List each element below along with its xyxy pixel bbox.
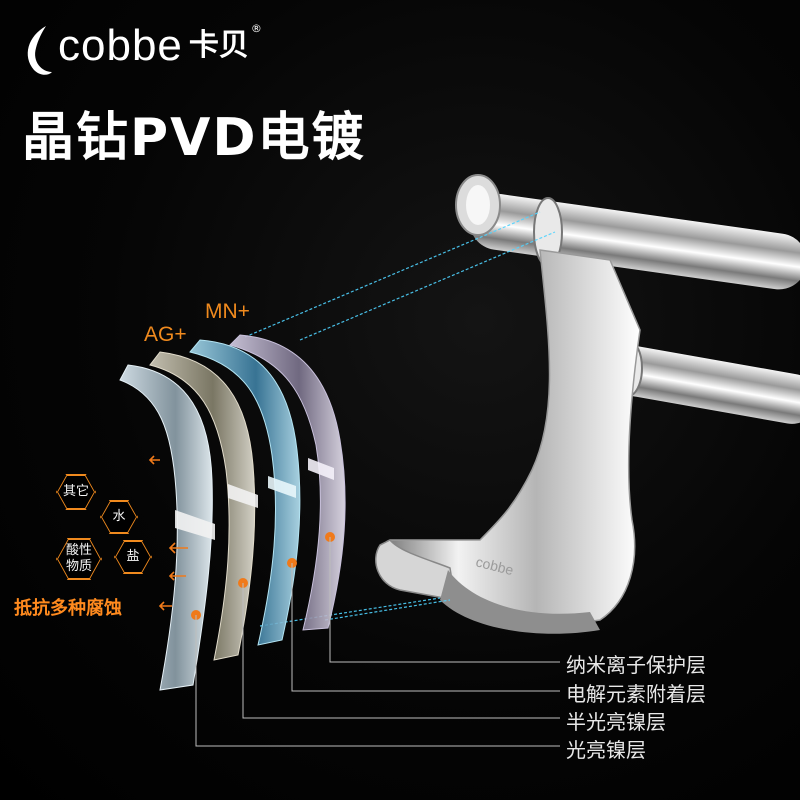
threat-badge-salt: 盐 [114, 540, 152, 574]
threat-badge-acid: 酸性物质 [56, 538, 102, 580]
logo-swirl [27, 26, 52, 75]
threat-label-salt: 盐 [126, 548, 140, 564]
towel-bar-upper [455, 174, 800, 290]
hook-body: cobbe [375, 249, 641, 634]
layer-label-bright-nickel: 光亮镍层 [566, 738, 646, 762]
threat-badge-other: 其它 [56, 474, 96, 510]
logo-mark-icon [20, 18, 54, 74]
threat-label-acid-2: 物质 [65, 559, 92, 574]
threat-badge-water: 水 [100, 500, 138, 534]
layer-label-semi-bright-nickel: 半光亮镍层 [566, 710, 666, 734]
registered-mark: ® [250, 21, 262, 35]
brand-name: cobbe [58, 21, 183, 70]
page-title: 晶钻PVD电镀 [22, 108, 366, 168]
ion-label-ag: AG+ [144, 323, 187, 346]
brand-logo: cobbe 卡贝 ® [20, 18, 262, 74]
leader-lines [195, 537, 560, 747]
ion-label-mn: MN+ [205, 300, 250, 323]
plating-layers [119, 334, 346, 691]
layer-label-nano: 纳米离子保护层 [566, 653, 706, 677]
threat-label-water: 水 [112, 508, 126, 524]
threat-label-acid-1: 酸性 [65, 542, 92, 558]
layer-label-electrolytic: 电解元素附着层 [566, 682, 706, 706]
threat-label-other: 其它 [62, 483, 89, 499]
resist-corrosion-text: 抵抗多种腐蚀 [14, 598, 122, 619]
guide-lines [244, 211, 556, 627]
brand-name-cn: 卡贝 [188, 28, 249, 63]
corrosion-arrows [148, 455, 188, 611]
